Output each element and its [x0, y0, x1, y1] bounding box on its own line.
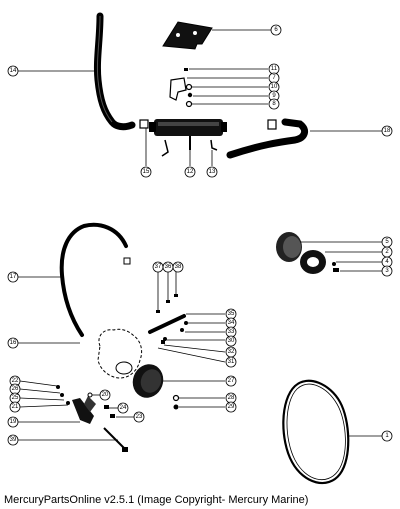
callout-21-label: 21: [12, 404, 19, 410]
callout-22-label: 22: [12, 378, 19, 384]
callout-13-label: 13: [209, 169, 216, 175]
callout-38-label: 38: [175, 264, 182, 270]
callout-33: 33: [225, 326, 237, 338]
callout-37: 37: [152, 261, 164, 273]
callout-10: 10: [268, 81, 280, 93]
callout-8-label: 8: [272, 101, 276, 107]
callout-39-label: 39: [10, 437, 17, 443]
impeller-rod-part: [148, 314, 188, 344]
callout-16-label: 16: [10, 340, 17, 346]
callout-16: 16: [7, 337, 19, 349]
pulley-assembly-part: [276, 232, 339, 274]
callout-32-label: 32: [228, 349, 235, 355]
callout-26: 26: [9, 383, 21, 395]
callout-18-upper-label: 18: [384, 128, 391, 134]
callout-17-label: 17: [10, 274, 17, 280]
drive-belt-part: [282, 379, 350, 484]
callout-21: 21: [9, 401, 21, 413]
callout-6: 6: [270, 24, 282, 36]
callout-23-label: 23: [136, 414, 143, 420]
callout-15: 15: [140, 166, 152, 178]
callout-20-label: 20: [102, 392, 109, 398]
long-hose-part: [93, 12, 136, 131]
callout-8: 8: [268, 98, 280, 110]
screw-set-upper-part: [156, 272, 178, 313]
callout-7-label: 7: [272, 75, 276, 81]
callout-1-label: 1: [385, 433, 389, 439]
callout-14: 14: [7, 65, 19, 77]
cooler-body-part: [149, 119, 227, 150]
pump-housing-part: [97, 328, 143, 379]
callout-18-upper: 18: [381, 125, 393, 137]
callout-30-label: 30: [228, 338, 235, 344]
callout-28-label: 28: [228, 395, 235, 401]
callout-34-label: 34: [228, 320, 235, 326]
callout-3: 3: [381, 265, 393, 277]
callout-12-label: 12: [187, 169, 194, 175]
callout-19-label: 19: [10, 419, 17, 425]
callout-29-label: 29: [228, 404, 235, 410]
callout-36-label: 36: [165, 264, 172, 270]
callout-17: 17: [7, 271, 19, 283]
callout-31-label: 31: [228, 359, 235, 365]
callout-38: 38: [172, 261, 184, 273]
short-hose-upper-part: [226, 118, 309, 159]
copyright-caption: MercuryPartsOnline v2.5.1 (Image Copyrig…: [4, 494, 309, 506]
callout-4-label: 4: [385, 259, 389, 265]
callout-1: 1: [381, 430, 393, 442]
callout-2: 2: [381, 246, 393, 258]
callout-25-label: 25: [12, 395, 19, 401]
callout-24-label: 24: [120, 405, 127, 411]
callout-11: 11: [268, 63, 280, 75]
curved-hose-part: [59, 222, 131, 337]
callout-35: 35: [225, 308, 237, 320]
callout-2-label: 2: [385, 249, 389, 255]
callout-9-label: 9: [272, 93, 276, 99]
callout-28: 28: [225, 392, 237, 404]
callout-36: 36: [162, 261, 174, 273]
callout-33-label: 33: [228, 329, 235, 335]
callout-31: 31: [225, 356, 237, 368]
callout-30: 30: [225, 335, 237, 347]
callout-14-label: 14: [10, 68, 17, 74]
callout-7: 7: [268, 72, 280, 84]
callout-24: 24: [117, 402, 129, 414]
callout-11-label: 11: [271, 66, 278, 72]
callout-23: 23: [133, 411, 145, 423]
callout-3-label: 3: [385, 268, 389, 274]
callout-10-label: 10: [271, 84, 278, 90]
callout-27-label: 27: [228, 378, 235, 384]
callout-25: 25: [9, 392, 21, 404]
mounting-bracket-part: [56, 385, 115, 424]
callout-19: 19: [7, 416, 19, 428]
callout-35-label: 35: [228, 311, 235, 317]
callout-5: 5: [381, 236, 393, 248]
callout-6-label: 6: [274, 27, 278, 33]
callout-27: 27: [225, 375, 237, 387]
callout-37-label: 37: [155, 264, 162, 270]
callout-26-label: 26: [12, 386, 19, 392]
gasket-plate-part: [162, 21, 213, 50]
callout-15-label: 15: [143, 169, 150, 175]
callout-32: 32: [225, 346, 237, 358]
callout-34: 34: [225, 317, 237, 329]
long-bolt-part: [103, 427, 128, 452]
callout-5-label: 5: [385, 239, 389, 245]
hose-fitting-left-part: [139, 119, 169, 157]
callout-12: 12: [184, 166, 196, 178]
impeller-cover-part: [132, 364, 164, 398]
washer-nut-part: [172, 394, 180, 410]
callout-39: 39: [7, 434, 19, 446]
hose-fitting-right-part: [210, 139, 218, 151]
callout-13: 13: [206, 166, 218, 178]
callout-29: 29: [225, 401, 237, 413]
callout-4: 4: [381, 256, 393, 268]
callout-20: 20: [99, 389, 111, 401]
bracket-small-parts: [169, 68, 193, 108]
